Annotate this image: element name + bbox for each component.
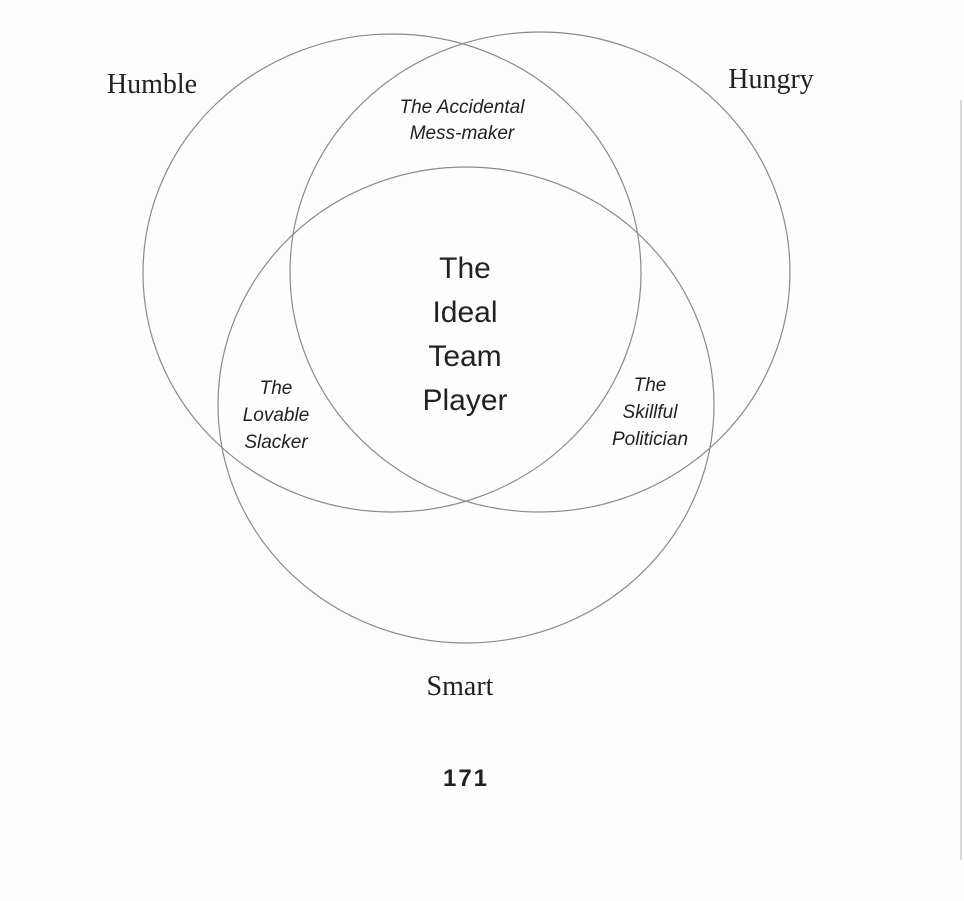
label-line: The	[634, 375, 667, 396]
hungry-label: Hungry	[728, 64, 814, 95]
label-line: The Accidental	[400, 97, 526, 118]
label-line: The	[439, 252, 491, 285]
label-line: Lovable	[243, 405, 310, 426]
humble-circle	[142, 33, 642, 513]
smart-circle	[217, 166, 715, 644]
label-line: Skillful	[623, 402, 679, 423]
label-line: The	[260, 378, 293, 399]
lovable-slacker-label: The Lovable Slacker	[243, 378, 310, 453]
label-line: Slacker	[244, 432, 308, 453]
label-line: Politician	[612, 429, 688, 450]
page-number: 171	[443, 765, 489, 792]
label-line: Player	[422, 384, 507, 417]
label-line: Ideal	[432, 296, 497, 329]
skillful-politician-label: The Skillful Politician	[612, 375, 688, 450]
hungry-circle	[289, 31, 791, 513]
smart-label: Smart	[427, 671, 494, 702]
ideal-team-player-label: The Ideal Team Player	[422, 252, 507, 417]
humble-label: Humble	[107, 69, 197, 100]
label-line: Team	[428, 340, 501, 373]
label-line: Mess-maker	[410, 123, 515, 144]
accidental-mess-maker-label: The Accidental Mess-maker	[400, 97, 526, 144]
